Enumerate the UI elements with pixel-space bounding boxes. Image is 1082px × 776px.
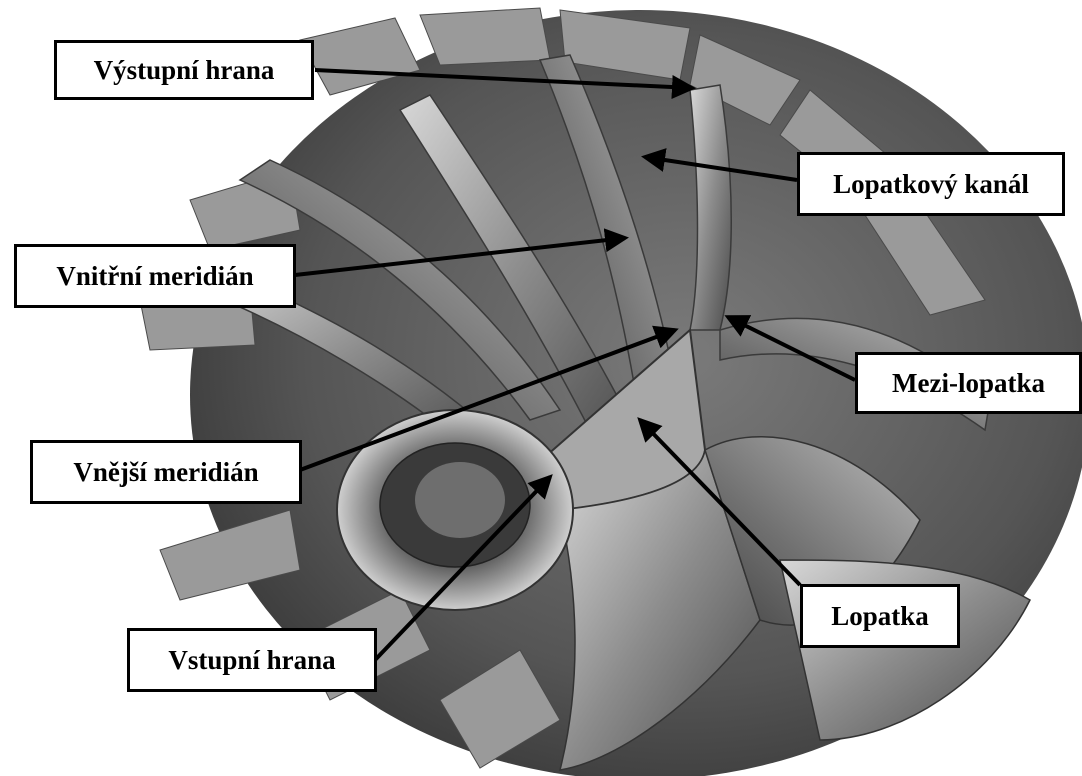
label-vnejsi-meridian: Vnější meridián — [30, 440, 302, 504]
label-vystupni-hrana: Výstupní hrana — [54, 40, 314, 100]
label-vnitrni-meridian: Vnitřní meridián — [14, 244, 296, 308]
label-lopatkovy-kanal: Lopatkový kanál — [797, 152, 1065, 216]
hub — [337, 410, 573, 610]
label-lopatka: Lopatka — [800, 584, 960, 648]
label-vstupni-hrana: Vstupní hrana — [127, 628, 377, 692]
label-mezi-lopatka: Mezi-lopatka — [855, 352, 1082, 414]
